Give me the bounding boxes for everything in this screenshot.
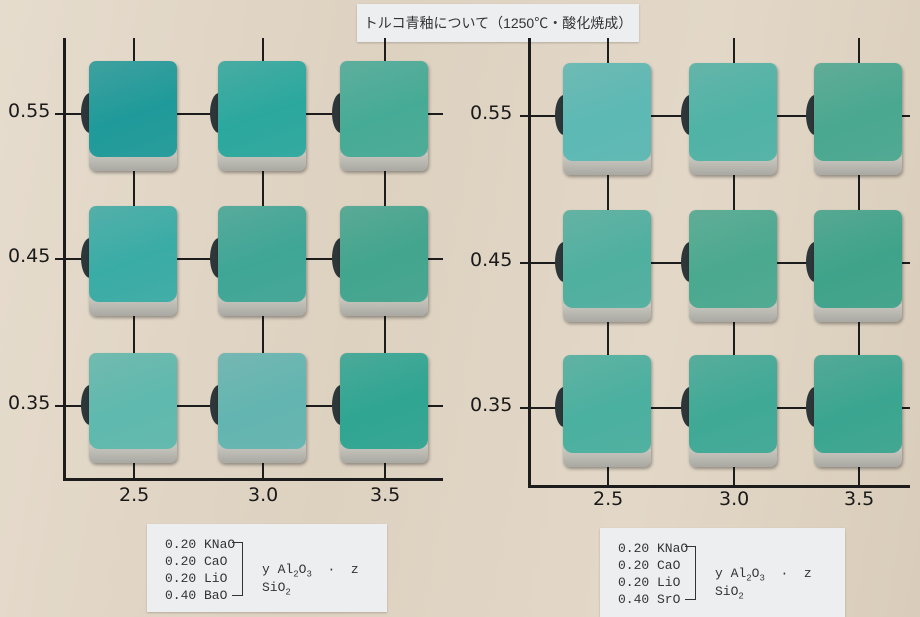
brace <box>232 542 243 596</box>
glaze-surface <box>814 63 902 161</box>
glaze-surface <box>563 63 651 161</box>
x-axis <box>63 478 443 481</box>
glaze-test-tile <box>218 206 306 316</box>
glaze-surface <box>218 61 306 157</box>
formula-row: 0.20 LiO <box>618 575 681 590</box>
formula-rhs: y Al2O3 · z SiO2 <box>715 566 812 602</box>
glaze-surface <box>89 61 177 157</box>
tile-foot <box>89 153 177 171</box>
glaze-test-tile <box>89 206 177 316</box>
glaze-test-tile <box>89 61 177 171</box>
formula-row: 0.20 KNaO <box>618 541 689 556</box>
tile-foot <box>218 298 306 316</box>
glaze-surface <box>689 210 777 308</box>
glaze-test-tile <box>689 210 777 322</box>
formula-card-bao: 0.20 KNaO 0.20 CaO 0.20 LiO 0.40 BaO y A… <box>147 524 387 612</box>
tile-foot <box>563 304 651 322</box>
formula-row: 0.40 BaO <box>165 588 228 603</box>
glaze-test-tile <box>814 210 902 322</box>
tile-foot <box>218 445 306 463</box>
glaze-test-tile <box>814 355 902 467</box>
formula-row: 0.20 CaO <box>618 558 681 573</box>
glaze-surface <box>563 210 651 308</box>
glaze-surface <box>563 355 651 453</box>
tile-foot <box>814 157 902 175</box>
glaze-surface <box>218 353 306 449</box>
x-tick-label: 3.0 <box>719 488 750 510</box>
tile-foot <box>689 304 777 322</box>
tile-foot <box>689 157 777 175</box>
glaze-test-tile <box>340 61 428 171</box>
tile-foot <box>89 298 177 316</box>
glaze-test-tile <box>340 353 428 463</box>
tile-foot <box>563 157 651 175</box>
glaze-test-tile <box>340 206 428 316</box>
glaze-surface <box>340 61 428 157</box>
formula-row: 0.20 KNaO <box>165 537 236 552</box>
glaze-test-tile <box>563 210 651 322</box>
glaze-test-tile <box>218 353 306 463</box>
tile-foot <box>340 445 428 463</box>
y-tick-label: 0.45 <box>8 245 51 267</box>
tile-foot <box>689 449 777 467</box>
x-tick-label: 3.5 <box>370 484 401 506</box>
glaze-surface <box>89 353 177 449</box>
tile-foot <box>563 449 651 467</box>
glaze-test-tile <box>89 353 177 463</box>
formula-row: 0.20 LiO <box>165 571 228 586</box>
y-tick-label: 0.35 <box>470 394 513 416</box>
glaze-surface <box>814 355 902 453</box>
tile-foot <box>814 449 902 467</box>
glaze-test-tile <box>218 61 306 171</box>
tile-foot <box>89 445 177 463</box>
glaze-test-tile <box>563 355 651 467</box>
glaze-test-tile <box>689 355 777 467</box>
glaze-surface <box>89 206 177 302</box>
glaze-test-tile <box>689 63 777 175</box>
formula-row: 0.20 CaO <box>165 554 228 569</box>
tile-foot <box>218 153 306 171</box>
tile-foot <box>340 298 428 316</box>
formula-rhs: y Al2O3 · z SiO2 <box>262 562 359 598</box>
x-axis <box>528 485 910 488</box>
glaze-surface <box>340 206 428 302</box>
x-tick-label: 3.5 <box>844 488 875 510</box>
glaze-test-tile <box>814 63 902 175</box>
glaze-surface <box>218 206 306 302</box>
glaze-surface <box>340 353 428 449</box>
y-tick-label: 0.55 <box>470 102 513 124</box>
x-tick-label: 3.0 <box>248 484 279 506</box>
y-tick-label: 0.45 <box>470 249 513 271</box>
glaze-surface <box>689 63 777 161</box>
tile-foot <box>340 153 428 171</box>
formula-card-sro: 0.20 KNaO 0.20 CaO 0.20 LiO 0.40 SrO y A… <box>600 528 845 617</box>
tile-foot <box>814 304 902 322</box>
title-card: トルコ青釉について（1250℃・酸化焼成） <box>357 4 639 42</box>
x-tick-label: 2.5 <box>593 488 624 510</box>
y-tick-label: 0.35 <box>8 392 51 414</box>
formula-row: 0.40 SrO <box>618 592 681 607</box>
glaze-test-tile <box>563 63 651 175</box>
glaze-surface <box>814 210 902 308</box>
brace <box>685 546 696 600</box>
y-tick-label: 0.55 <box>8 100 51 122</box>
glaze-surface <box>689 355 777 453</box>
y-axis <box>528 38 531 485</box>
x-tick-label: 2.5 <box>119 484 150 506</box>
